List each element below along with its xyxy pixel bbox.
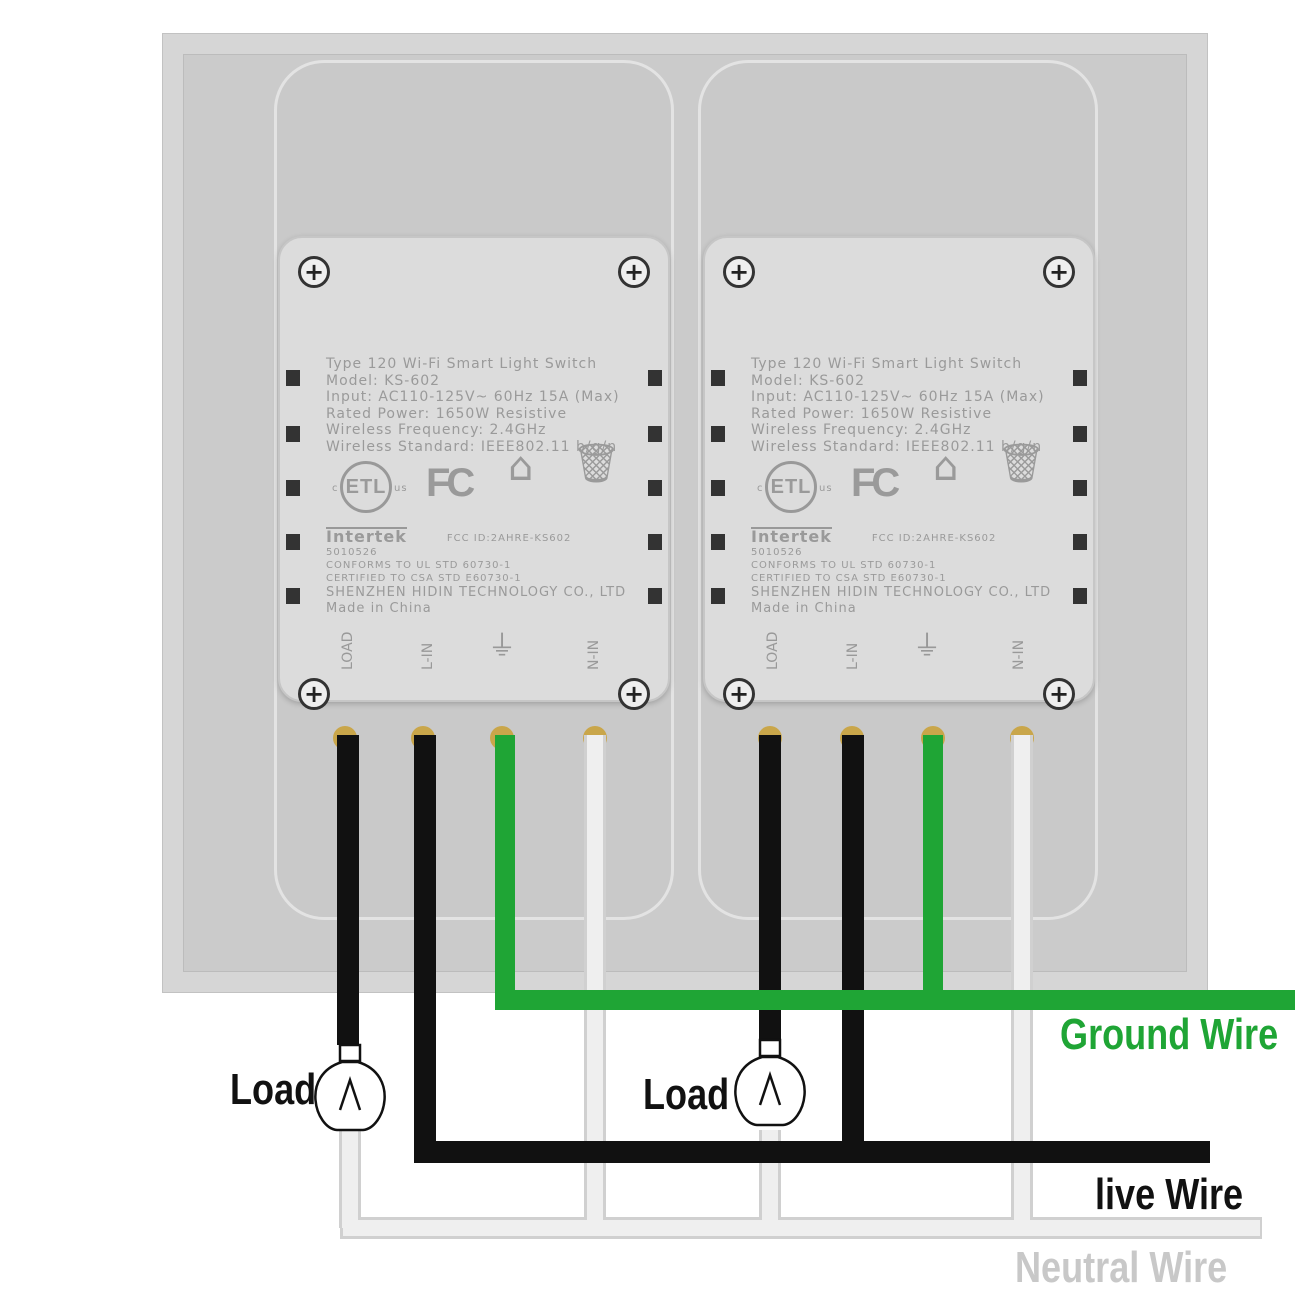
manufacturer: SHENZHEN HIDIN TECHNOLOGY CO., LTD [326,584,627,600]
ground-wire [495,735,1295,1010]
wireless-frequency: Wireless Frequency: 2.4GHz [326,422,547,438]
ground-symbol-icon: ⏚ [488,630,517,661]
conforms: CONFORMS TO UL STD 60730-1 [751,559,937,571]
input-rating: Input: AC110-125V~ 60Hz 15A (Max) [326,389,620,405]
load-label-right: Load [643,1070,730,1119]
screw-icon: + [723,678,755,710]
ground-wire-label: Ground Wire [1060,1010,1279,1059]
screw-icon: + [618,678,650,710]
intertek-number: 5010526 [751,546,803,558]
screw-icon: + [1043,678,1075,710]
product-title: Type 120 Wi-Fi Smart Light Switch [326,356,598,372]
bulb-icon-right [734,1038,806,1127]
screw-icon: + [298,678,330,710]
switch-module-right: + + + + Type 120 Wi-Fi Smart Light Switc… [703,236,1095,710]
neutral-wire-label: Neutral Wire [1015,1243,1228,1292]
rated-power: Rated Power: 1650W Resistive [751,405,993,422]
etl-c: c [757,483,764,494]
wireless-frequency: Wireless Frequency: 2.4GHz [751,422,972,438]
etl-c: c [332,483,339,494]
intertek: Intertek [326,527,407,546]
intertek-number: 5010526 [326,546,378,558]
spec-label: Type 120 Wi-Fi Smart Light Switch Model:… [326,356,626,618]
etl-logo-icon: ETL [765,461,817,513]
fcc-id: FCC ID:2AHRE-KS602 [446,532,572,544]
switch-module-left: + + + + Type 120 Wi-Fi Smart Light Switc… [278,236,670,710]
etl-us: us [819,483,833,494]
etl-logo-icon: ETL [340,461,392,513]
fcc-logo: FC [426,461,475,505]
model: Model: KS-602 [326,372,441,389]
certified: CERTIFIED TO CSA STD E60730-1 [751,572,947,584]
origin: Made in China [326,601,432,616]
wireless-standard: Wireless Standard: IEEE802.11 b/g/n [751,438,1043,455]
model: Model: KS-602 [751,372,866,389]
intertek: Intertek [751,527,832,546]
live-wire-label: live Wire [1095,1170,1244,1219]
ground-symbol-icon: ⏚ [913,630,942,661]
product-title: Type 120 Wi-Fi Smart Light Switch [751,356,1023,372]
origin: Made in China [751,601,857,616]
input-rating: Input: AC110-125V~ 60Hz 15A (Max) [751,389,1045,405]
load-wire [337,735,781,1045]
screw-icon: + [723,256,755,288]
etl-us: us [394,483,408,494]
live-wire [414,735,1210,1163]
screw-icon: + [298,256,330,288]
manufacturer: SHENZHEN HIDIN TECHNOLOGY CO., LTD [751,584,1052,600]
screw-icon: + [1043,256,1075,288]
screw-icon: + [618,256,650,288]
conforms: CONFORMS TO UL STD 60730-1 [326,559,512,571]
wireless-standard: Wireless Standard: IEEE802.11 b/g/n [326,438,618,455]
certified: CERTIFIED TO CSA STD E60730-1 [326,572,522,584]
spec-label: Type 120 Wi-Fi Smart Light Switch Model:… [751,356,1051,618]
load-label-left: Load [230,1065,317,1114]
fcc-id: FCC ID:2AHRE-KS602 [871,532,997,544]
bulb-icon-left [314,1043,386,1132]
rated-power: Rated Power: 1650W Resistive [326,405,568,422]
fcc-logo: FC [851,461,900,505]
